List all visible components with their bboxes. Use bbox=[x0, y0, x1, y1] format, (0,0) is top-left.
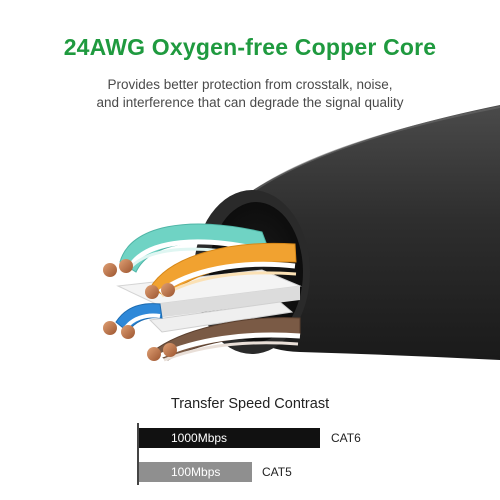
speed-value-cat5: 100Mbps bbox=[171, 465, 221, 479]
copper-conductors bbox=[103, 259, 177, 361]
description-line-1: Provides better protection from crosstal… bbox=[107, 77, 393, 92]
speed-bar-cat6: 1000Mbps bbox=[139, 428, 320, 448]
speed-value-cat6: 1000Mbps bbox=[171, 431, 228, 445]
category-label-cat5: CAT5 bbox=[262, 465, 292, 479]
headline: 24AWG Oxygen-free Copper Core bbox=[63, 34, 437, 60]
category-label-cat6: CAT6 bbox=[331, 431, 361, 445]
comparison-axis bbox=[137, 423, 139, 485]
speed-comparison-title: Transfer Speed Contrast bbox=[170, 396, 330, 412]
description-line-2: and interference that can degrade the si… bbox=[96, 95, 404, 110]
speed-bar-cat5: 100Mbps bbox=[139, 462, 252, 482]
